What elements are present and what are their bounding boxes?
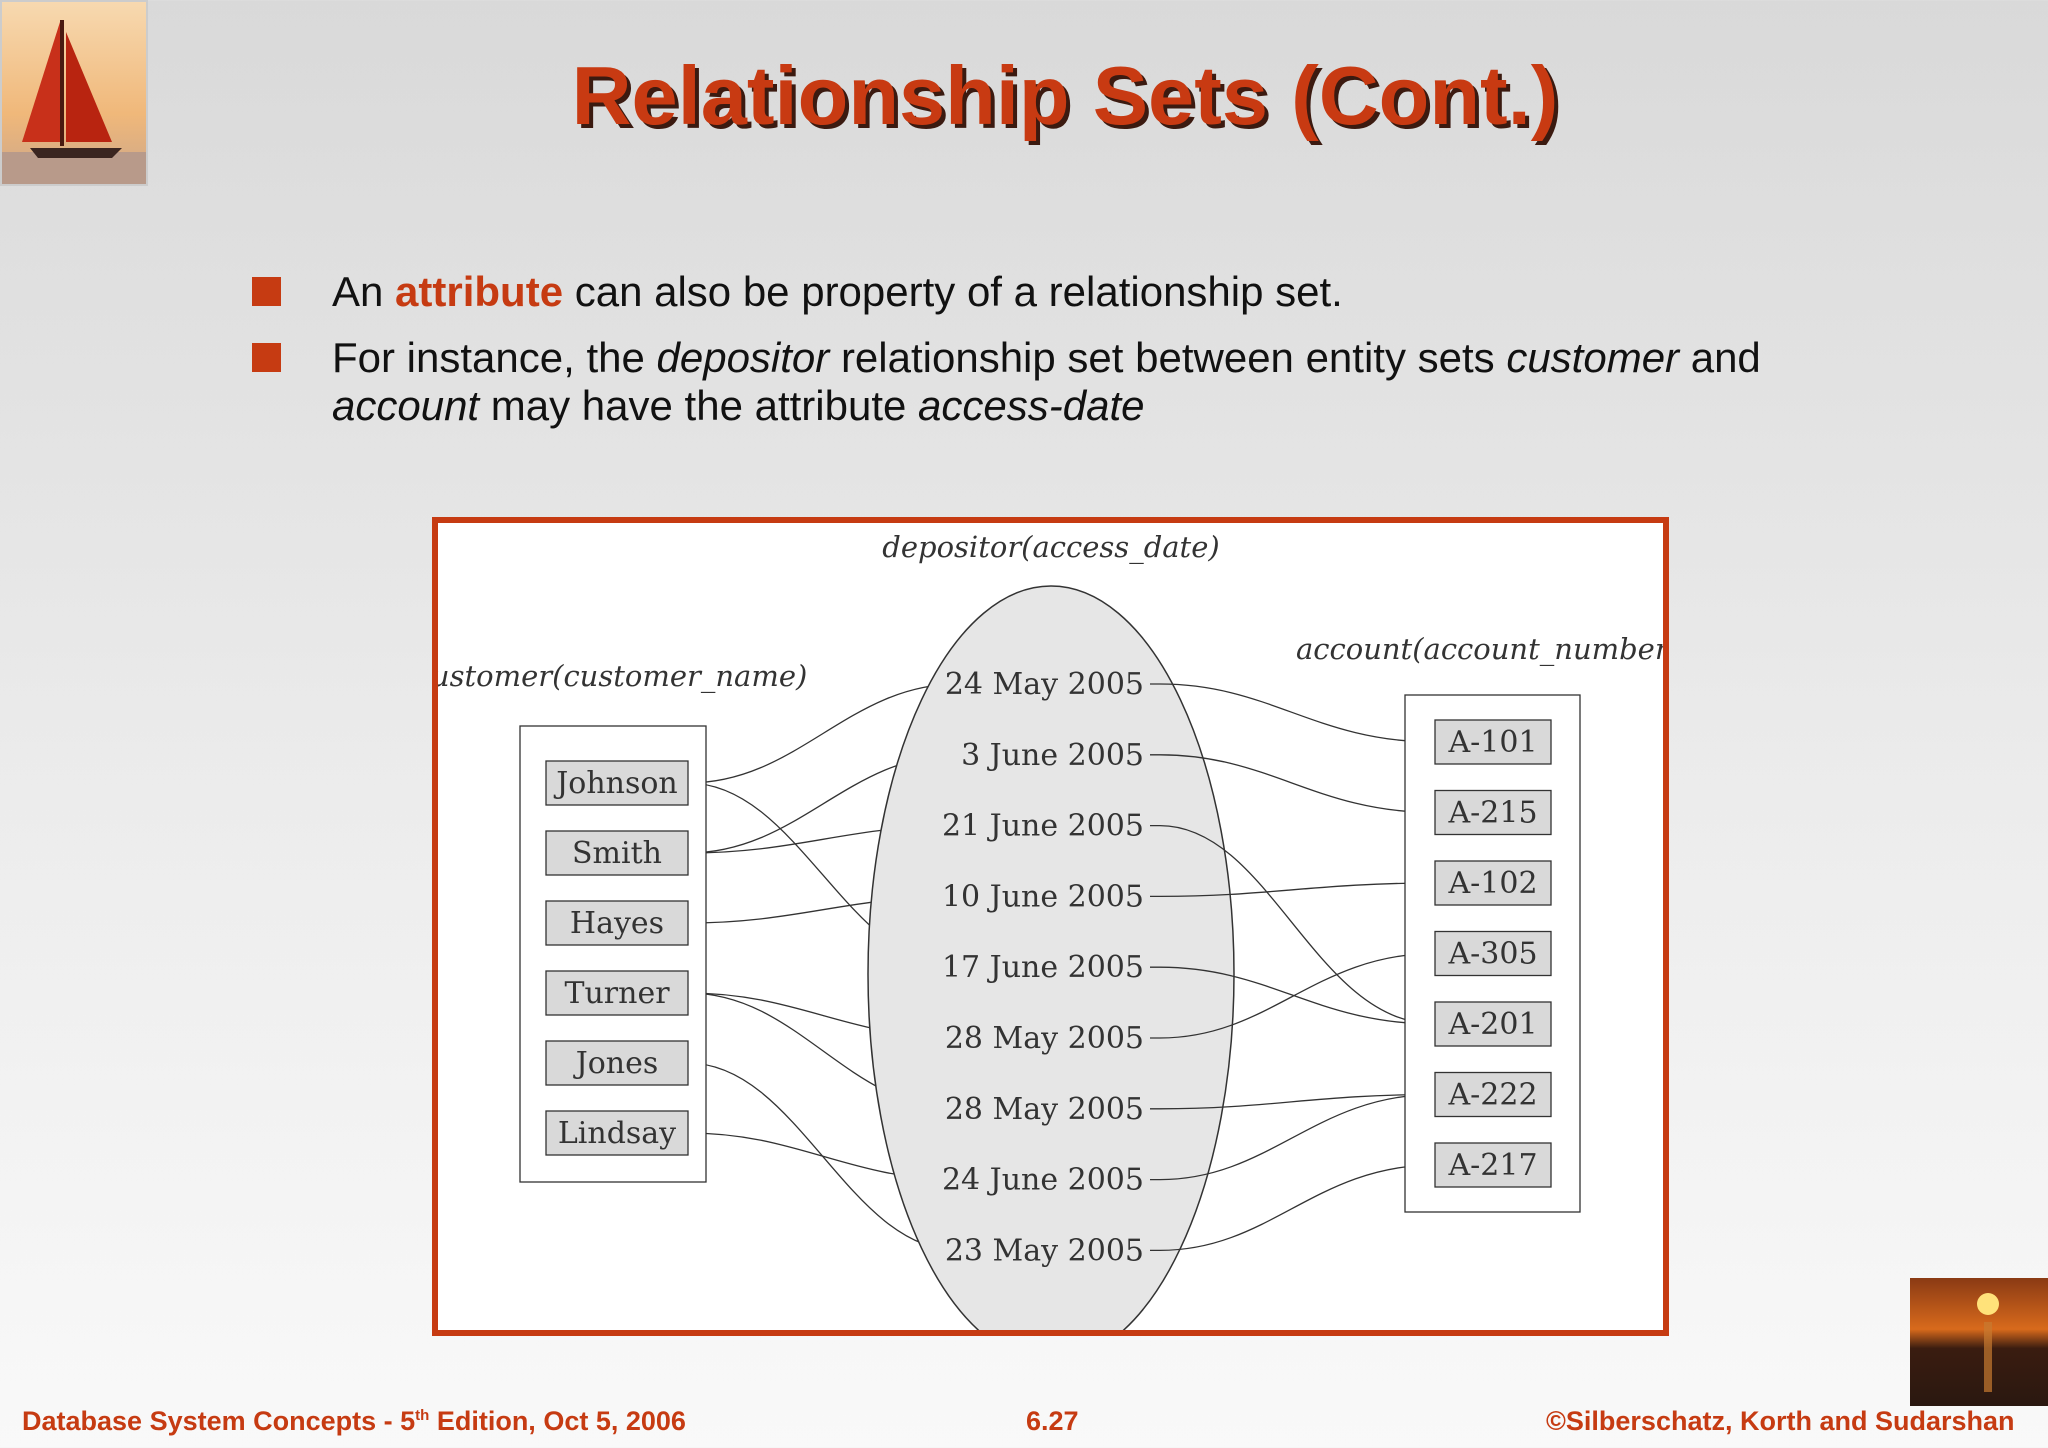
customer-name: Turner bbox=[564, 976, 670, 1011]
customer-name: Jones bbox=[573, 1046, 659, 1081]
account-number: A-201 bbox=[1447, 1007, 1537, 1042]
account-number: A-102 bbox=[1447, 866, 1537, 901]
account-number: A-215 bbox=[1447, 796, 1537, 831]
access-date-label: 24 May 2005 bbox=[945, 667, 1144, 702]
square-bullet-icon bbox=[252, 277, 281, 306]
customer-name: Lindsay bbox=[558, 1116, 676, 1151]
access-date-label: 21 June 2005 bbox=[942, 809, 1144, 844]
bullet-text: For instance, the depositor relationship… bbox=[332, 334, 1761, 429]
bullet-text: An attribute can also be property of a r… bbox=[332, 268, 1343, 315]
sunset-logo bbox=[1910, 1278, 2048, 1406]
bullet-list: An attribute can also be property of a r… bbox=[252, 268, 1932, 448]
account-number: A-217 bbox=[1447, 1148, 1537, 1183]
customer-name: Hayes bbox=[570, 906, 664, 941]
customer-set-label: customer(customer_name) bbox=[438, 659, 807, 694]
access-date-label: 10 June 2005 bbox=[942, 879, 1144, 914]
account-number: A-305 bbox=[1447, 937, 1537, 972]
highlight-attribute: attribute bbox=[395, 268, 563, 315]
customer-name: Smith bbox=[572, 836, 662, 871]
relationship-label: depositor(access_date) bbox=[882, 530, 1219, 565]
footer-copyright: ©Silberschatz, Korth and Sudarshan bbox=[1546, 1406, 2014, 1437]
access-date-label: 3 June 2005 bbox=[961, 738, 1144, 773]
account-number: A-101 bbox=[1447, 725, 1537, 760]
footer-page-number: 6.27 bbox=[1026, 1406, 1079, 1437]
bullet-item: An attribute can also be property of a r… bbox=[252, 268, 1932, 316]
account-number: A-222 bbox=[1447, 1078, 1537, 1113]
access-date-label: 28 May 2005 bbox=[945, 1092, 1144, 1127]
access-date-label: 17 June 2005 bbox=[942, 950, 1144, 985]
account-set-label: account(account_number) bbox=[1296, 632, 1663, 667]
access-date-label: 28 May 2005 bbox=[945, 1021, 1144, 1056]
footer-left: Database System Concepts - 5th Edition, … bbox=[22, 1406, 686, 1437]
access-date-label: 23 May 2005 bbox=[945, 1233, 1144, 1268]
slide-title: Relationship Sets (Cont.) bbox=[0, 48, 2048, 144]
access-date-label: 24 June 2005 bbox=[942, 1163, 1144, 1198]
customer-name: Johnson bbox=[553, 766, 678, 801]
bullet-item: For instance, the depositor relationship… bbox=[252, 334, 1932, 430]
square-bullet-icon bbox=[252, 343, 281, 372]
